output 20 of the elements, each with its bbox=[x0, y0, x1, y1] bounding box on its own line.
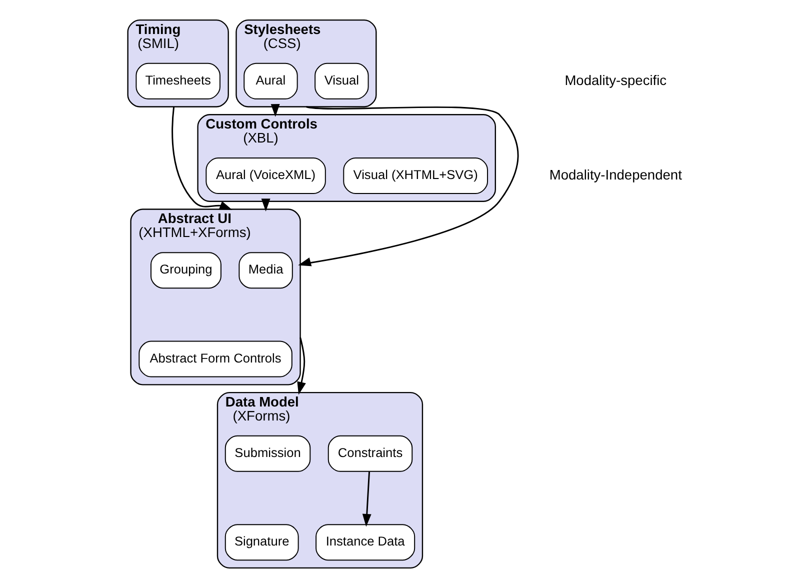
node-box: Timesheets bbox=[136, 62, 220, 100]
arrow bbox=[270, 104, 280, 117]
node-box: Aural bbox=[244, 62, 298, 100]
arrow bbox=[298, 106, 519, 266]
node-box: Constraints bbox=[328, 435, 413, 472]
node-box: Visual bbox=[314, 62, 369, 100]
arrow bbox=[261, 198, 270, 212]
node-box: Signature bbox=[224, 524, 299, 561]
node-box: Media bbox=[238, 252, 293, 289]
label: Modality-specific bbox=[564, 72, 667, 88]
arrow bbox=[362, 472, 372, 527]
node-box: Grouping bbox=[150, 252, 222, 289]
label: Modality-Independent bbox=[549, 167, 682, 182]
node-box: Submission bbox=[224, 435, 311, 472]
arrow bbox=[297, 337, 306, 395]
node-box: Abstract Form Controls bbox=[138, 340, 292, 378]
node-box: Visual (XHTML+SVG) bbox=[343, 158, 488, 194]
node-box: Aural (VoiceXML) bbox=[206, 158, 326, 194]
arrow bbox=[172, 106, 232, 210]
node-box: Instance Data bbox=[316, 524, 416, 561]
